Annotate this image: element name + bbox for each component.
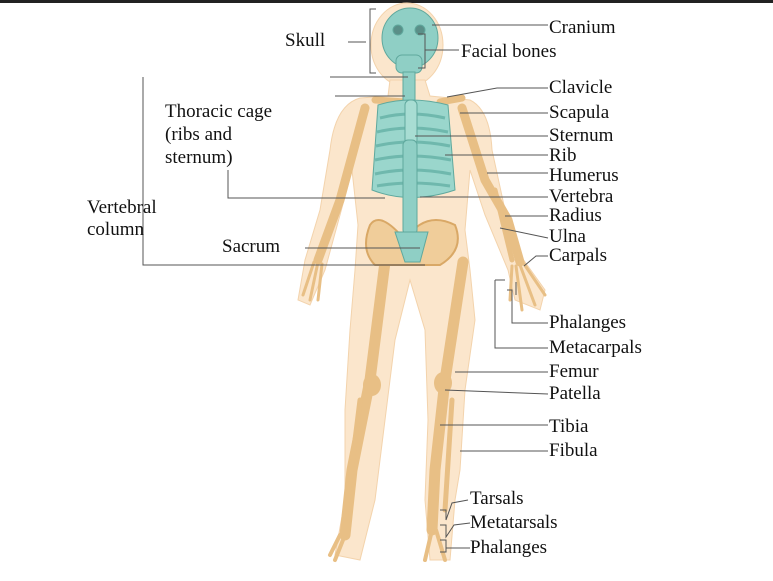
- label-thoracic-cage-line3: sternum): [165, 147, 233, 168]
- label-fibula: Fibula: [549, 440, 598, 461]
- label-vertebral-column-line1: Vertebral: [87, 197, 157, 218]
- label-thoracic-cage-line1: Thoracic cage: [165, 101, 273, 122]
- label-patella: Patella: [549, 383, 601, 404]
- label-sacrum: Sacrum: [222, 236, 281, 257]
- label-femur: Femur: [549, 361, 599, 382]
- label-tarsals: Tarsals: [470, 488, 524, 509]
- axial-skeleton: [371, 7, 456, 263]
- label-vertebral-column-line2: column: [87, 219, 144, 240]
- label-vertebra: Vertebra: [549, 186, 614, 207]
- label-radius: Radius: [549, 205, 602, 226]
- label-tibia: Tibia: [549, 416, 589, 437]
- label-skull: Skull: [285, 30, 326, 51]
- label-humerus: Humerus: [549, 165, 619, 186]
- label-facial-bones: Facial bones: [461, 41, 557, 62]
- body-silhouette: [297, 2, 546, 561]
- label-clavicle: Clavicle: [549, 77, 613, 98]
- label-scapula: Scapula: [549, 102, 610, 123]
- label-hand-phalanges: Phalanges: [549, 312, 627, 333]
- top-border: [0, 0, 773, 3]
- appendicular-bones: [301, 94, 547, 562]
- label-metatarsals: Metatarsals: [470, 512, 558, 533]
- label-rib: Rib: [549, 145, 577, 166]
- leader-lines: [142, 8, 549, 553]
- label-carpals: Carpals: [549, 245, 608, 266]
- label-foot-phalanges: Phalanges: [470, 537, 548, 558]
- label-metacarpals: Metacarpals: [549, 337, 642, 358]
- label-thoracic-cage-line2: (ribs and: [165, 124, 233, 145]
- label-cranium: Cranium: [549, 17, 616, 38]
- label-sternum: Sternum: [549, 125, 614, 146]
- label-ulna: Ulna: [549, 226, 586, 247]
